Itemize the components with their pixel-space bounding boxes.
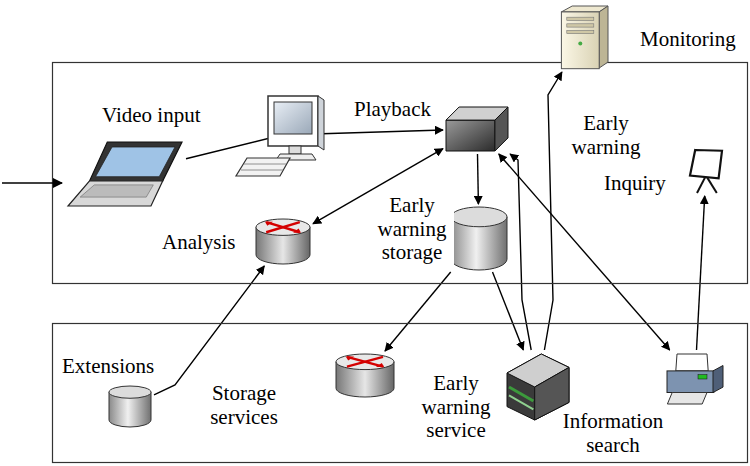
flow-arrow	[499, 154, 670, 350]
router-node: Storage services	[335, 353, 395, 397]
lower-panel	[53, 324, 748, 463]
node-label: Analysis	[160, 231, 238, 255]
flow-arrow	[510, 154, 531, 350]
flow-arrow	[477, 154, 479, 204]
server-node: Monitoring	[556, 4, 610, 70]
server-icon	[556, 4, 610, 70]
node-label: Inquiry	[602, 172, 668, 196]
router-icon	[335, 353, 395, 397]
annotation-label: Early warning	[560, 112, 652, 159]
cylinder-node: Early warning storage	[450, 206, 508, 270]
node-label: Extensions	[60, 355, 156, 379]
cube-node: Playback	[445, 106, 509, 152]
node-label: Playback	[352, 98, 433, 122]
easel-icon	[688, 148, 724, 194]
cylinder-node: Extensions	[108, 385, 152, 427]
upper-panel	[53, 63, 748, 284]
laptop-node: Video input	[66, 140, 184, 208]
printer-node: Information search	[665, 352, 725, 406]
router-node: Analysis	[255, 218, 311, 264]
flow-arrow	[154, 266, 264, 395]
node-label: Storage services	[196, 382, 292, 429]
node-label: Early warning service	[408, 372, 504, 443]
cube-icon	[445, 106, 509, 152]
printer-icon	[665, 352, 725, 406]
cylinder-icon	[450, 206, 508, 270]
node-label: Monitoring	[638, 28, 738, 52]
node-label: Video input	[100, 104, 202, 128]
node-label: Information search	[556, 410, 670, 457]
flow-arrow	[697, 196, 705, 350]
laptop-icon	[66, 140, 184, 208]
input-arrow	[2, 182, 62, 184]
easel-node: Inquiry	[688, 148, 724, 194]
router-icon	[255, 218, 311, 264]
node-label: Early warning storage	[370, 194, 454, 265]
cylinder-icon	[108, 385, 152, 427]
computer-icon	[236, 96, 324, 176]
